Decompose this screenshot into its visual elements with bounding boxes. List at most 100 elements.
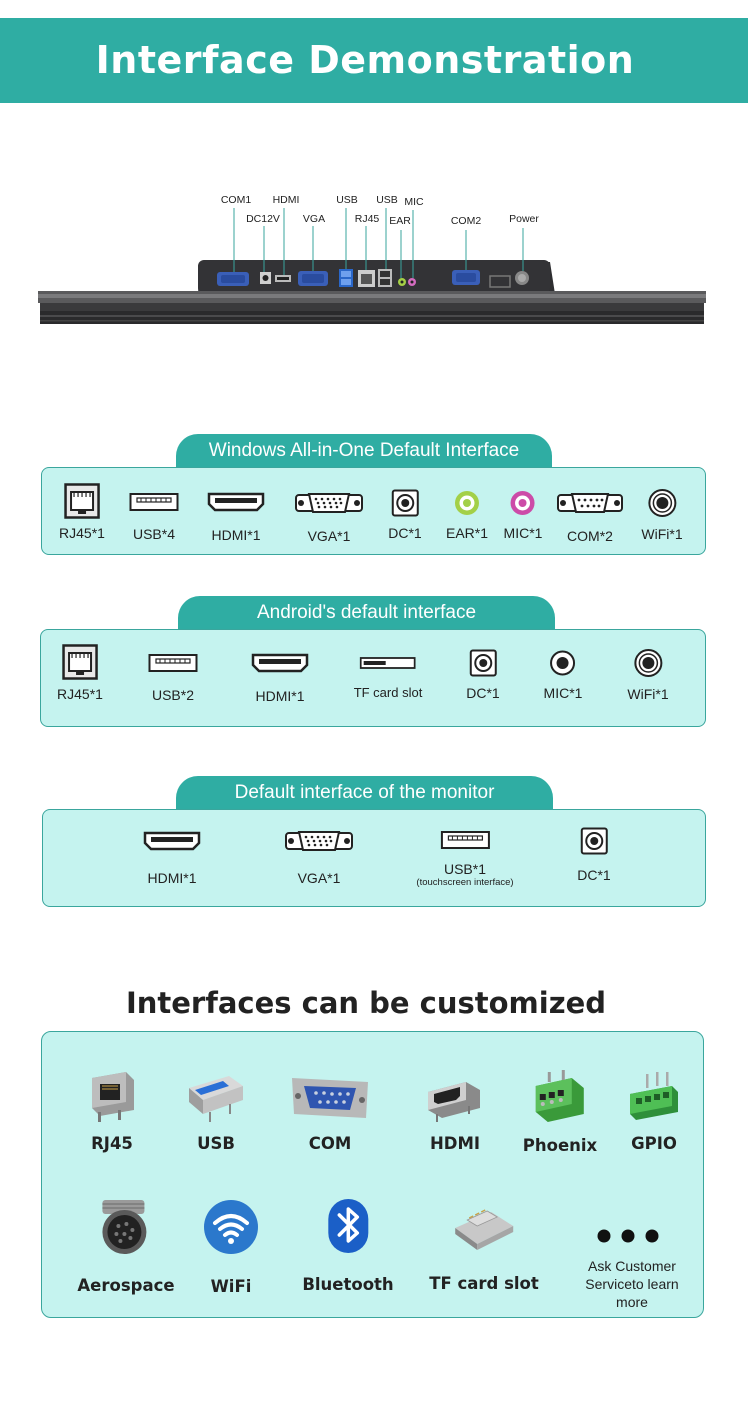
- port-label-com1: COM1: [220, 194, 252, 206]
- device-illustration: [38, 208, 706, 324]
- port-label-vga: VGA: [302, 213, 326, 225]
- rj45-icon: [64, 483, 100, 519]
- page-title: Interface Demonstration: [95, 38, 635, 82]
- android-item-dc: DC*1: [466, 649, 500, 701]
- windows-item-label: COM*2: [567, 528, 613, 544]
- custom-item-rj45: RJ45: [82, 1066, 142, 1153]
- windows-item-label: VGA*1: [307, 528, 351, 544]
- monitor-item-vga: VGA*1: [285, 830, 353, 886]
- windows-item-label: WiFi*1: [641, 526, 683, 542]
- port-label-usb: USB: [376, 194, 398, 206]
- windows-item-rj45: RJ45*1: [59, 483, 105, 541]
- custom-item-usb: USB: [183, 1068, 249, 1153]
- android-item-label: DC*1: [466, 685, 500, 701]
- port-label-com2: COM2: [450, 215, 482, 227]
- custom-item-label: RJ45: [91, 1134, 133, 1153]
- windows-item-label: RJ45*1: [59, 525, 105, 541]
- vga-icon: [285, 831, 353, 851]
- monitor-item-label: VGA*1: [297, 870, 341, 886]
- vga-icon: [295, 493, 363, 513]
- custom-item-label: WiFi: [210, 1277, 252, 1296]
- header-banner: [0, 18, 748, 103]
- android-item-rj45: RJ45*1: [57, 644, 103, 702]
- custom-item-hdmi: HDMI: [422, 1074, 488, 1153]
- custom-item-label: Aerospace: [77, 1276, 175, 1295]
- android-item-label: HDMI*1: [255, 688, 305, 704]
- com-icon: [557, 493, 623, 513]
- custom-section-title: Interfaces can be customized: [125, 986, 607, 1020]
- wifi-antenna-icon: [633, 649, 662, 677]
- monitor-item-hdmi: HDMI*1: [143, 831, 201, 886]
- custom-item-label: COM: [308, 1134, 352, 1153]
- monitor-item-usb: USB*1 (touchscreen interface): [416, 829, 514, 888]
- monitor-item-label: USB*1: [443, 861, 487, 877]
- custom-item-tf-card-slot: TF card slot: [429, 1200, 539, 1293]
- port-label-ear: EAR: [389, 215, 411, 227]
- hdmi-icon: [143, 831, 201, 851]
- windows-item-mic: MIC*1: [503, 490, 543, 541]
- usb-port-icon: [189, 1076, 243, 1122]
- monitor-interface-panel: [42, 809, 706, 907]
- custom-item-phoenix: Phoenix: [523, 1070, 597, 1155]
- custom-item-gpio: GPIO: [626, 1072, 682, 1153]
- windows-item-dc: DC*1: [388, 489, 422, 541]
- usb-icon: [129, 493, 179, 511]
- windows-item-usb: USB*4: [129, 491, 179, 542]
- port-label-usb: USB: [336, 194, 358, 206]
- windows-item-label: USB*4: [132, 526, 176, 542]
- windows-item-vga: VGA*1: [295, 492, 363, 544]
- windows-item-com: COM*2: [557, 492, 623, 544]
- hdmi-icon: [207, 492, 265, 512]
- custom-item-bluetooth: Bluetooth: [302, 1197, 394, 1294]
- custom-item-label: TF card slot: [429, 1274, 539, 1293]
- monitor-item-dc: DC*1: [577, 827, 611, 883]
- android-item-label: RJ45*1: [57, 686, 103, 702]
- rj45-jack-icon: [92, 1072, 134, 1122]
- windows-item-label: EAR*1: [445, 525, 489, 541]
- monitor-item-label: DC*1: [577, 867, 611, 883]
- tf-card-slot-icon: [455, 1209, 513, 1250]
- windows-item-ear: EAR*1: [446, 490, 488, 541]
- custom-item-label: HDMI: [429, 1134, 481, 1153]
- more-dots-icon: [596, 1228, 666, 1248]
- android-item-label: MIC*1: [543, 685, 583, 701]
- dc-icon: [391, 489, 419, 517]
- ask-customer-service-text: Ask Customer Serviceto learn more: [585, 1258, 679, 1310]
- android-item-label: USB*2: [151, 687, 195, 703]
- wifi-icon: [204, 1200, 258, 1254]
- android-item-usb: USB*2: [148, 652, 198, 703]
- custom-item-label: GPIO: [631, 1134, 677, 1153]
- custom-item-label: Phoenix: [522, 1136, 598, 1155]
- mic-icon: [511, 491, 535, 515]
- windows-item-wifi: WiFi*1: [641, 488, 683, 542]
- windows-item-label: HDMI*1: [211, 527, 261, 543]
- wifi-antenna-icon: [647, 489, 676, 517]
- port-label-mic: MIC: [404, 196, 424, 208]
- android-item-label: WiFi*1: [627, 686, 669, 702]
- hdmi-port-icon: [428, 1082, 480, 1122]
- android-interface-panel: [40, 629, 706, 727]
- windows-item-label: MIC*1: [503, 525, 543, 541]
- port-label-rj45: RJ45: [354, 213, 380, 225]
- windows-section-title: Windows All-in-One Default Interface: [176, 434, 552, 468]
- port-label-dc12v: DC12V: [246, 213, 280, 225]
- windows-item-label: DC*1: [388, 525, 422, 541]
- custom-item-label: USB: [197, 1134, 235, 1153]
- mic-jack-icon: [550, 650, 576, 676]
- ear-icon: [455, 491, 479, 515]
- android-item-mic: MIC*1: [543, 650, 583, 701]
- monitor-section-title: Default interface of the monitor: [176, 776, 553, 810]
- android-item-wifi: WiFi*1: [627, 648, 669, 702]
- rj45-icon: [62, 644, 98, 680]
- tf-card-icon: [360, 657, 416, 669]
- custom-item-aerospace: Aerospace: [77, 1196, 175, 1295]
- bluetooth-icon: [328, 1199, 368, 1253]
- custom-item-com: COM: [290, 1072, 370, 1153]
- aerospace-connector-icon: [101, 1200, 146, 1254]
- android-item-hdmi: HDMI*1: [251, 653, 309, 704]
- usb-icon: [148, 654, 198, 672]
- windows-item-hdmi: HDMI*1: [207, 492, 265, 543]
- dc-icon: [580, 827, 608, 855]
- port-label-hdmi: HDMI: [272, 194, 300, 206]
- custom-item-wifi: WiFi: [203, 1199, 259, 1296]
